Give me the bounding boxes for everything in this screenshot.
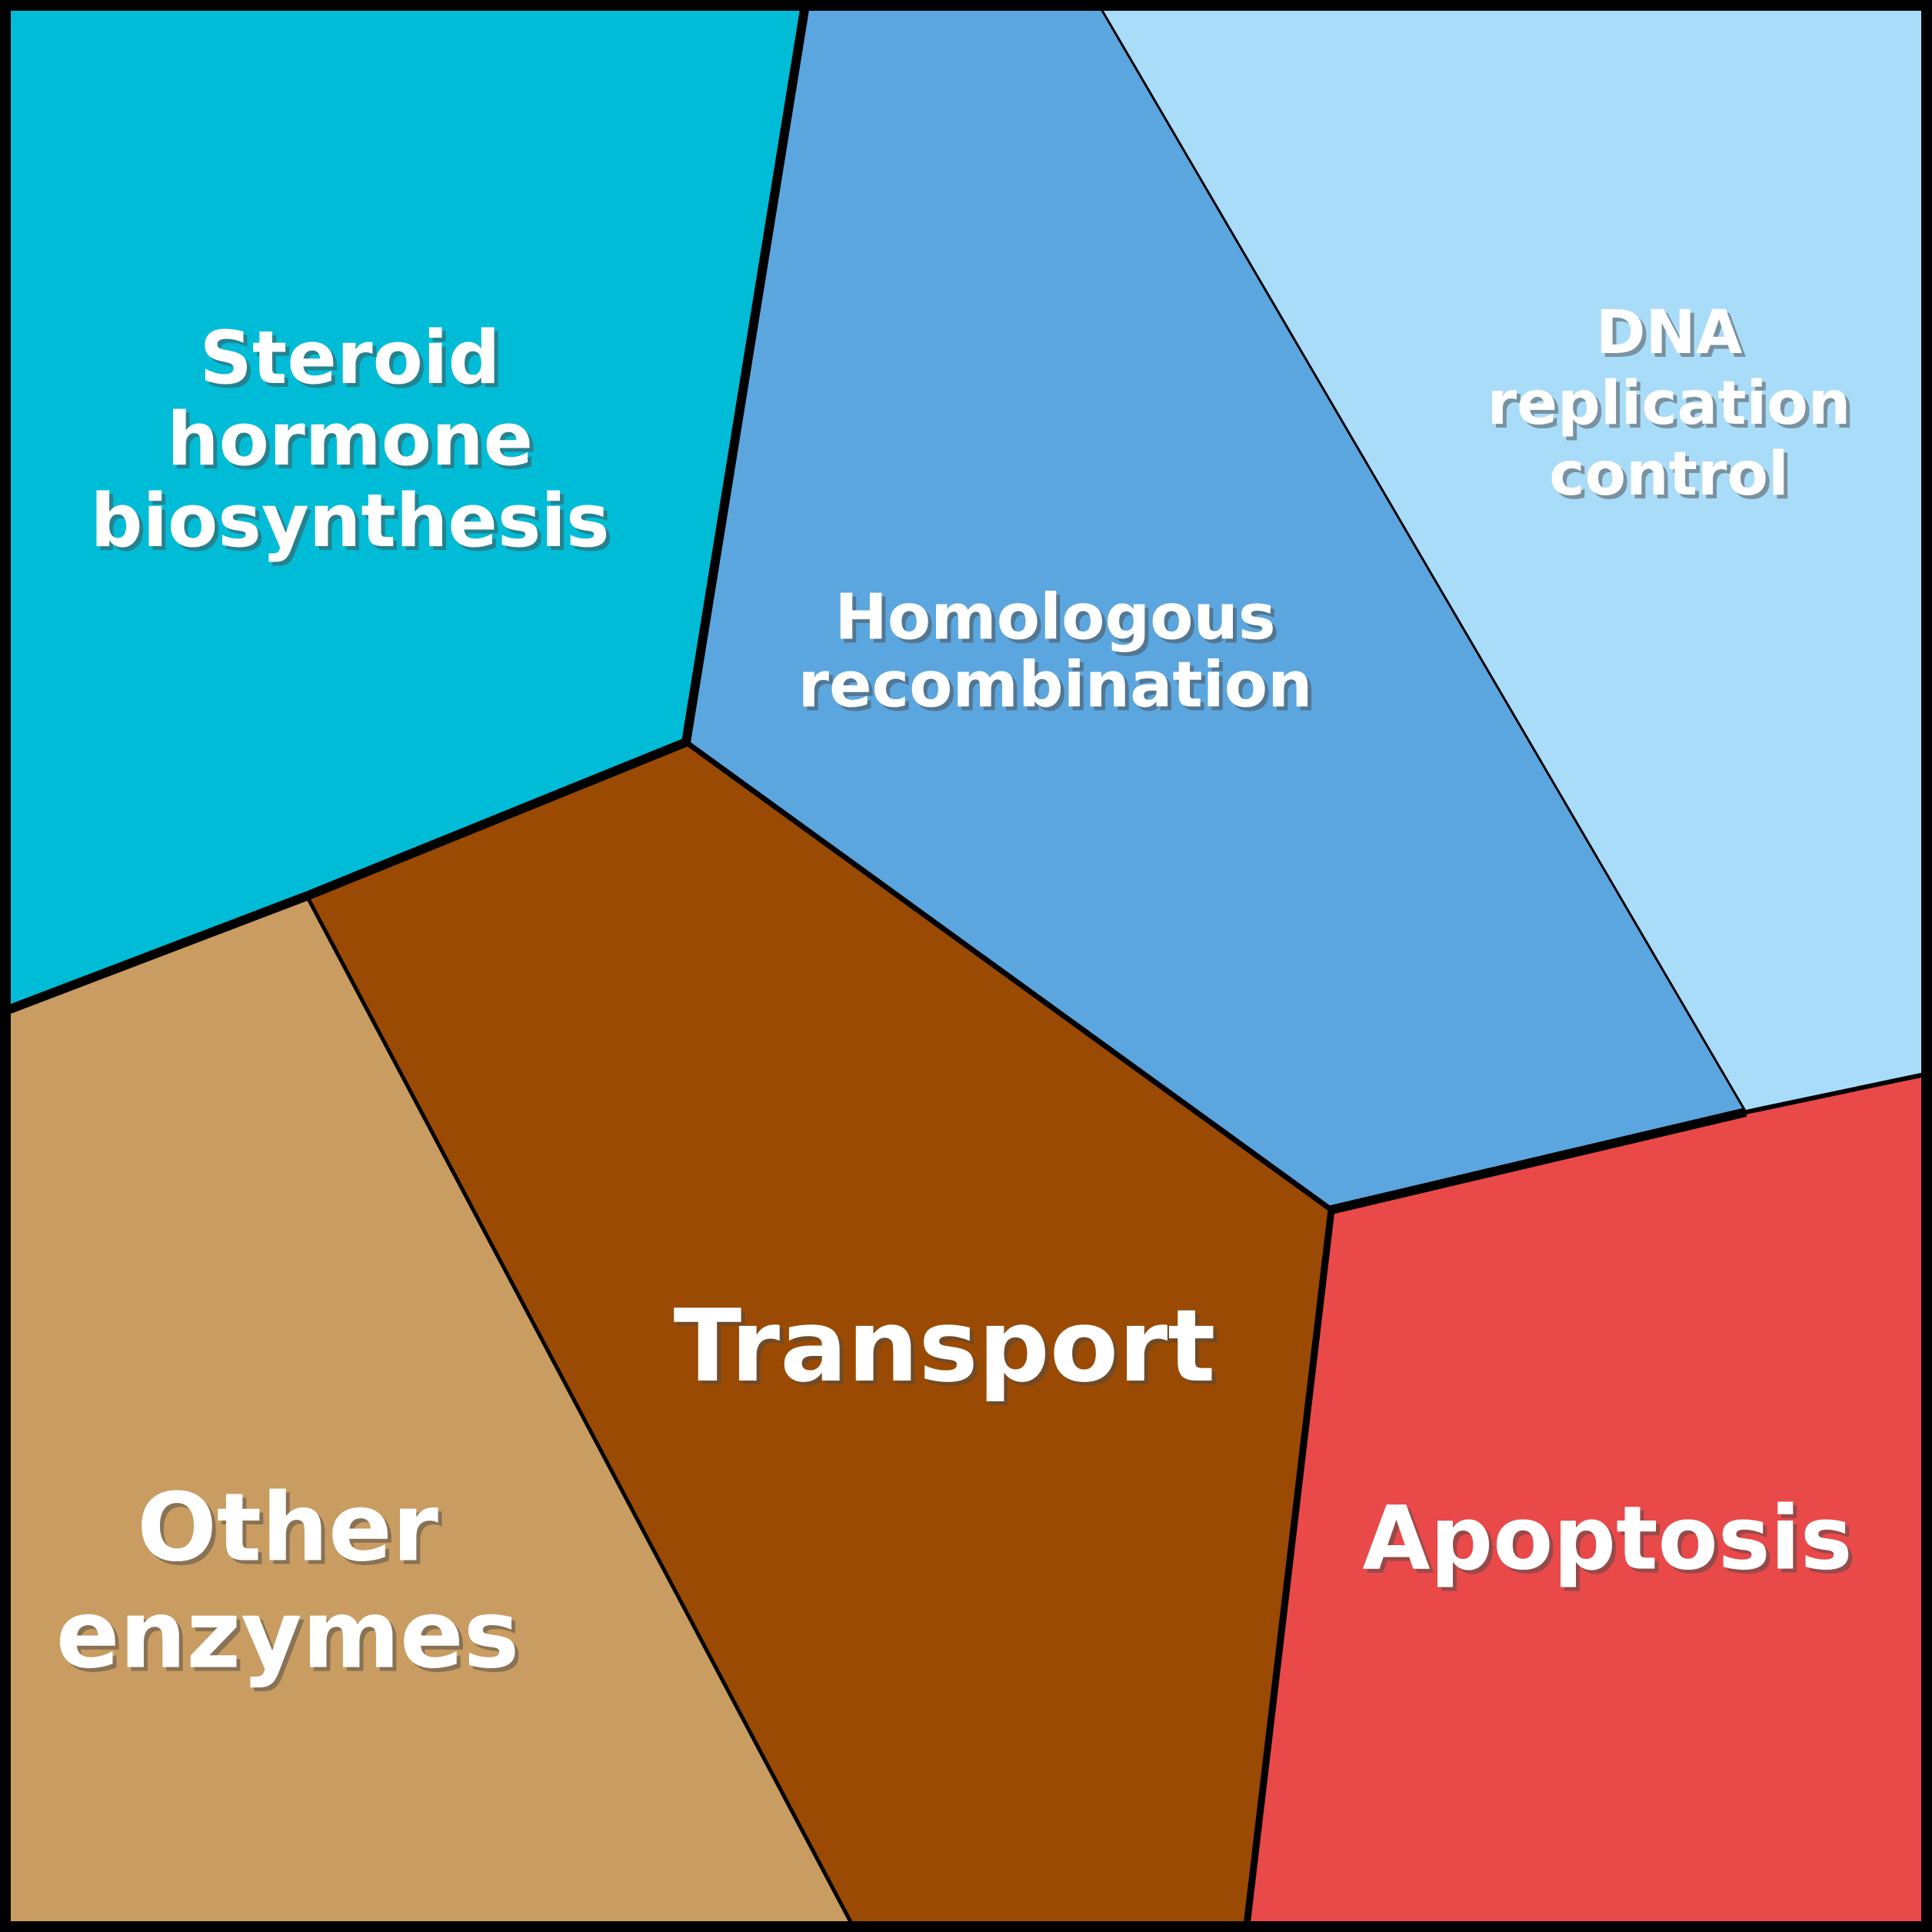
label-line: hormone bbox=[171, 401, 537, 486]
label-line: replication bbox=[1487, 369, 1851, 438]
label-transport: Transport bbox=[674, 1287, 1216, 1404]
edge-teal-blue bbox=[681, 0, 811, 743]
label-line: Transport bbox=[674, 1287, 1216, 1404]
edge-blue-red bbox=[1330, 1108, 1747, 1214]
label-line: hormone bbox=[167, 398, 533, 482]
label-line: biosynthesis bbox=[90, 479, 609, 564]
edge-teal-tan bbox=[0, 891, 309, 1018]
label-line: DNA bbox=[1600, 302, 1746, 371]
label-line: replication bbox=[1491, 373, 1855, 442]
label-line: Other bbox=[141, 1477, 442, 1587]
label-line: Other bbox=[137, 1474, 438, 1583]
label-line: DNA bbox=[1596, 298, 1742, 368]
label-line: Homologous bbox=[834, 581, 1275, 655]
label-line: Homologous bbox=[838, 585, 1279, 658]
edge-lightblue-red bbox=[1745, 1071, 1932, 1114]
label-line: Steroid bbox=[204, 320, 505, 405]
label-line: control bbox=[1549, 440, 1788, 509]
label-line: Apoptosis bbox=[1366, 1491, 1856, 1594]
edge-brown-red bbox=[1242, 1209, 1335, 1932]
label-line: control bbox=[1553, 444, 1792, 513]
label-line: Steroid bbox=[200, 316, 501, 401]
edge-blue-lightblue bbox=[1094, 0, 1747, 1113]
label-line: Apoptosis bbox=[1362, 1487, 1852, 1590]
label-line: biosynthesis bbox=[94, 483, 613, 568]
label-shadow-transport: Transport bbox=[678, 1291, 1220, 1408]
label-apoptosis: Apoptosis bbox=[1362, 1487, 1852, 1590]
label-line: recombination bbox=[802, 653, 1317, 726]
label-line: enzymes bbox=[56, 1581, 520, 1690]
edge-tan-brown bbox=[305, 894, 858, 1932]
label-line: Transport bbox=[678, 1291, 1220, 1408]
label-line: recombination bbox=[798, 649, 1313, 722]
edge-blue-brown bbox=[684, 740, 1334, 1212]
edge-teal-brown bbox=[305, 738, 688, 901]
label-shadow-apoptosis: Apoptosis bbox=[1366, 1491, 1856, 1594]
label-line: enzymes bbox=[60, 1584, 524, 1694]
